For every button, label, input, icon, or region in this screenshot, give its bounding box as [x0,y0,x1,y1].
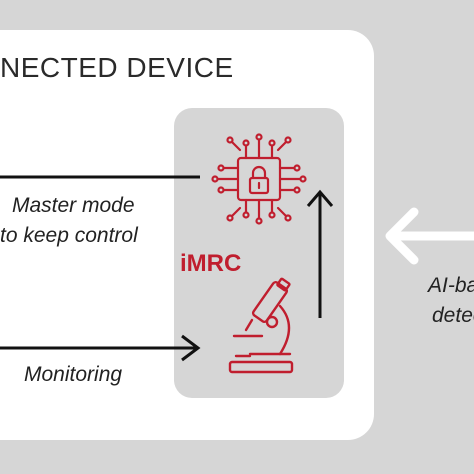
monitoring-arrow [0,334,201,362]
master-mode-label: Master mode [12,194,135,217]
detection-text: detec [432,304,474,327]
monitoring-label: Monitoring [24,363,123,386]
device-title: NECTED DEVICE [0,52,234,83]
keep-control-label: to keep control [0,224,138,247]
ai-based-text: AI-ba [428,274,474,297]
incoming-white-arrow [385,207,474,265]
microscope-icon [228,277,294,374]
chip-lock-icon [211,133,307,225]
feedback-up-arrow [306,189,334,318]
imrc-label: iMRC [180,250,242,277]
